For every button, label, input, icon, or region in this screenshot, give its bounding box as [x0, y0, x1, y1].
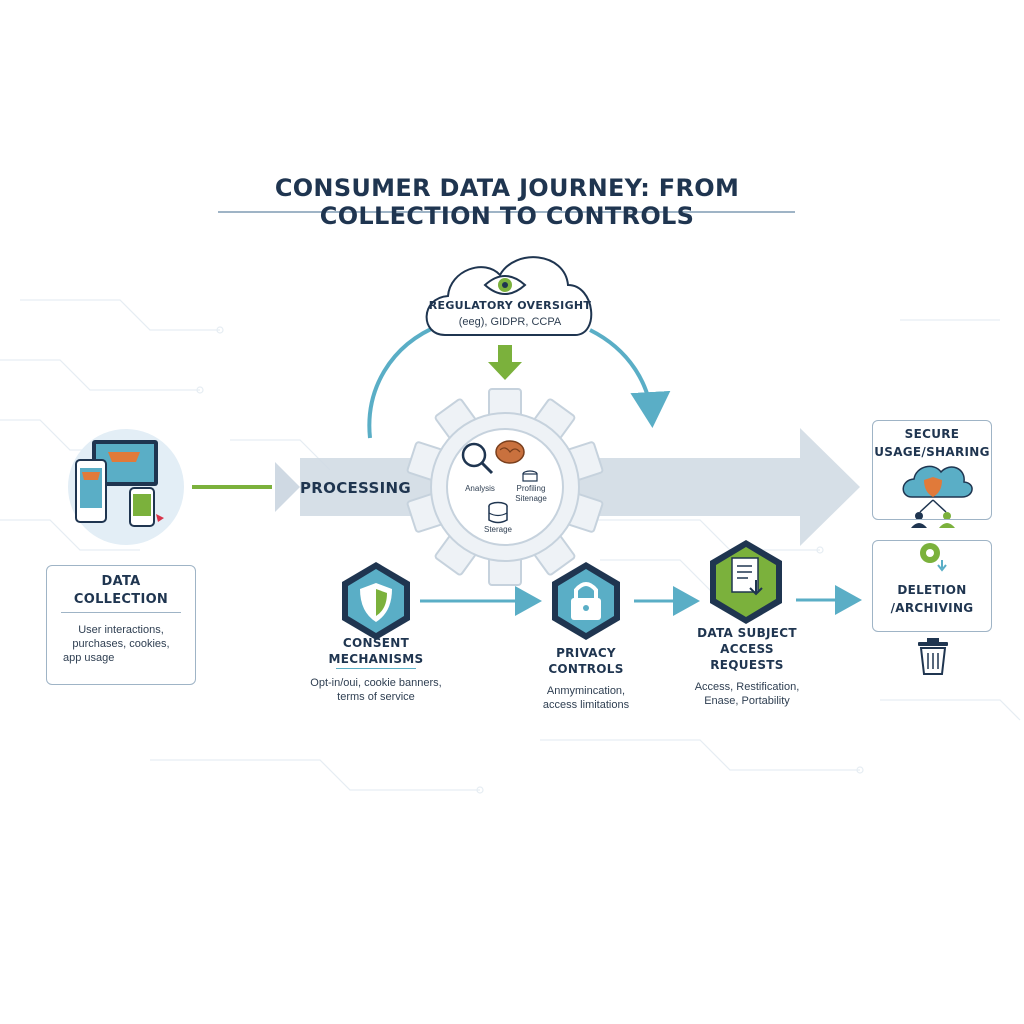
processing-storage: Sterage [483, 525, 513, 534]
consent-divider [336, 668, 416, 669]
collection-desc-3: app usage [63, 652, 115, 664]
deletion-title-line1: DELETION [897, 583, 967, 597]
dsar-title-line2: ACCESS [720, 642, 774, 656]
deletion-title-line2: /ARCHIVING [890, 601, 974, 615]
regulatory-title: REGULATORY OVERSIGHT [428, 299, 592, 312]
collection-desc-2: purchases, cookies, [72, 638, 170, 650]
secure-box: SECURE USAGE/SHARING [872, 420, 992, 520]
cloud-icon [425, 256, 593, 336]
eye-icon [483, 275, 527, 295]
gear-icon [406, 388, 604, 586]
processing-profiling-1: Profiling [516, 484, 546, 493]
consent-title-line2: MECHANISMS [328, 652, 424, 666]
privacy-desc-1: Anmymincation, [546, 685, 626, 697]
consent-desc-1: Opt-in/oui, cookie banners, [310, 677, 442, 689]
oversight-down-arrow [488, 345, 522, 380]
dsar-desc-1: Access, Restification, [694, 681, 800, 693]
page-title: CONSUMER DATA JOURNEY: FROM COLLECTION T… [274, 174, 740, 230]
privacy-title-line2: CONTROLS [548, 662, 624, 676]
consent-desc-2: terms of service [337, 691, 415, 703]
collection-box: DATA COLLECTION User interactions, purch… [46, 565, 196, 685]
oversight-arc-left [367, 323, 441, 439]
magnifier-icon [461, 442, 494, 475]
processing-label: PROCESSING [300, 479, 411, 497]
consent-title-line1: CONSENT [342, 636, 410, 650]
lock-icon [552, 562, 620, 640]
secure-title-line1: SECURE [904, 427, 960, 441]
processing-profiling-2: Sitenage [515, 494, 547, 503]
profiling-database-icon [522, 470, 538, 482]
brain-icon [495, 440, 525, 464]
shield-icon [342, 562, 410, 640]
collection-title-line2: COLLECTION [73, 592, 169, 607]
regulatory-subtitle: (eeg), GIDPR, CCPA [458, 316, 562, 328]
users-icon [902, 465, 973, 528]
document-icon [710, 540, 782, 624]
processing-chevron [275, 462, 300, 512]
oversight-arc-right [589, 328, 671, 428]
privacy-desc-2: access limitations [542, 699, 630, 711]
deletion-box: DELETION /ARCHIVING [872, 540, 992, 632]
secure-title-line2: USAGE/SHARING [874, 445, 990, 459]
dsar-title-line1: DATA SUBJECT [697, 626, 797, 640]
trash-icon [918, 638, 948, 675]
dsar-title-line3: REQUESTS [710, 658, 784, 672]
privacy-title-line1: PRIVACY [556, 646, 616, 660]
collection-title-line1: DATA [101, 574, 141, 589]
database-icon [488, 501, 508, 524]
collection-divider [61, 612, 181, 613]
dsar-desc-2: Enase, Portability [704, 695, 790, 707]
collection-desc-1: User interactions, [78, 624, 164, 636]
archive-gear-icon [920, 543, 947, 572]
processing-analysis: Analysis [465, 484, 495, 493]
devices-icon [68, 429, 184, 545]
